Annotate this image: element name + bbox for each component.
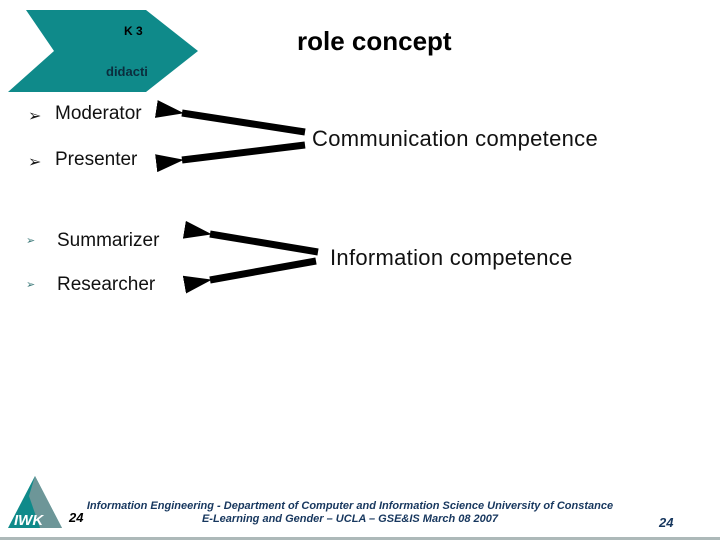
- logo-letters: IWK: [14, 512, 44, 529]
- role-item-summarizer: Summarizer: [57, 230, 160, 251]
- page-number-left: 24: [69, 510, 84, 525]
- page-title: role concept: [297, 26, 452, 56]
- footer: Information Engineering - Department of …: [55, 500, 645, 526]
- arrow-information-to-summarizer: [182, 220, 319, 256]
- footer-line-1: Information Engineering - Department of …: [86, 500, 614, 512]
- page-number-right: 24: [659, 515, 674, 530]
- arrow-communication-to-presenter: [155, 141, 306, 173]
- iwk-logo: IWK: [8, 476, 62, 529]
- arrow-bullet-icon: ➢: [26, 235, 36, 247]
- chevron-polygon: [8, 10, 198, 92]
- arrow-bullet-icon: ➢: [26, 279, 36, 291]
- slide-bottom-edge: [0, 537, 720, 540]
- logo-triangle-shadow: [29, 476, 62, 528]
- role-item-researcher: Researcher: [57, 274, 156, 295]
- chevron-arrow-shape: [8, 10, 198, 92]
- arrow-information-to-researcher: [182, 257, 317, 294]
- arrow-bullet-icon: ➢: [28, 108, 42, 125]
- competence-label-information: Information competence: [330, 245, 573, 270]
- footer-line-2: E-Learning and Gender – UCLA – GSE&IS Ma…: [201, 513, 499, 525]
- role-item-moderator: Moderator: [55, 103, 142, 124]
- arrow-bullet-icon: ➢: [28, 154, 42, 171]
- banner-label-didacti: didacti: [106, 64, 148, 79]
- role-item-presenter: Presenter: [55, 149, 138, 170]
- arrow-communication-to-moderator: [154, 100, 306, 136]
- banner-label-k3: K 3: [124, 24, 143, 38]
- competence-label-communication: Communication competence: [312, 126, 599, 151]
